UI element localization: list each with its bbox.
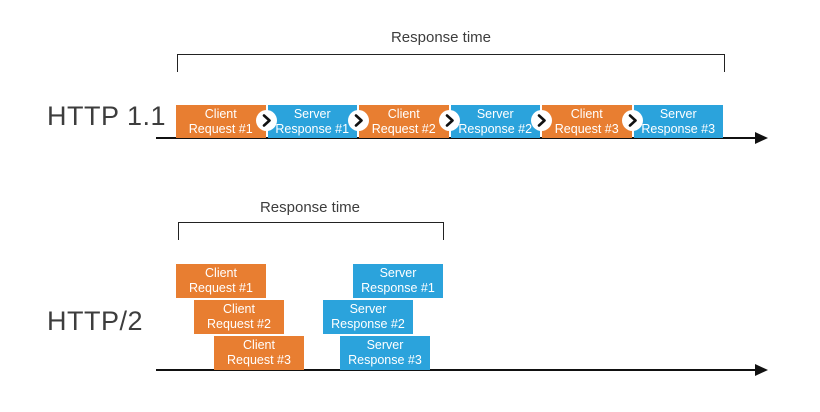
box-label-line: Server: [379, 266, 417, 280]
box-label-line: Response #2: [458, 121, 533, 136]
box-label-line: Response #2: [331, 317, 405, 331]
chevron-right-icon: [354, 114, 363, 127]
box-label-line: Server: [349, 302, 387, 316]
connector-circle: [347, 110, 369, 131]
box-label-line: Request #3: [227, 353, 291, 367]
box-label-line: Request #3: [554, 121, 619, 136]
box-label-line: Server: [659, 106, 697, 121]
chevron-right-icon: [628, 114, 637, 127]
box-label-line: Response #3: [641, 121, 716, 136]
box-label-line: Server: [366, 338, 404, 352]
http11-label: HTTP 1.1: [47, 101, 167, 131]
box-label-line: Server: [293, 106, 331, 121]
http2-timeline-arrowhead-icon: [755, 364, 768, 376]
box-label-line: Client: [205, 266, 237, 280]
connector-circle: [256, 110, 277, 131]
http11-response-time-label: Response time: [390, 29, 492, 46]
box-label-line: Client: [570, 106, 603, 121]
box-label-line: Client: [204, 106, 237, 121]
box-label-line: Request #1: [188, 121, 253, 136]
connector-circle: [439, 110, 460, 131]
chevron-right-icon: [445, 114, 454, 127]
box-label-line: Request #2: [207, 317, 271, 331]
box-label-line: Response #1: [275, 121, 350, 136]
box-label-line: Client: [223, 302, 255, 316]
box-label-line: Response #3: [348, 353, 422, 367]
box-label-line: Request #2: [371, 121, 436, 136]
http2-response-time-label: Response time: [259, 199, 361, 216]
http2-response-time-bracket: [178, 222, 444, 240]
http11-timeline-axis: [156, 137, 756, 139]
box-label-line: Client: [243, 338, 275, 352]
chevron-right-icon: [537, 114, 546, 127]
box-label-line: Client: [387, 106, 420, 121]
connector-circle: [622, 110, 643, 131]
chevron-right-icon: [262, 114, 271, 127]
http2-label: HTTP/2: [47, 306, 144, 336]
http11-timeline-arrowhead-icon: [755, 132, 768, 144]
http11-response-time-bracket: [177, 54, 725, 72]
connector-circle: [530, 110, 552, 131]
http2-timeline-axis: [156, 369, 756, 371]
box-label-line: Response #1: [361, 281, 435, 295]
box-label-line: Request #1: [189, 281, 253, 295]
box-label-line: Server: [476, 106, 514, 121]
